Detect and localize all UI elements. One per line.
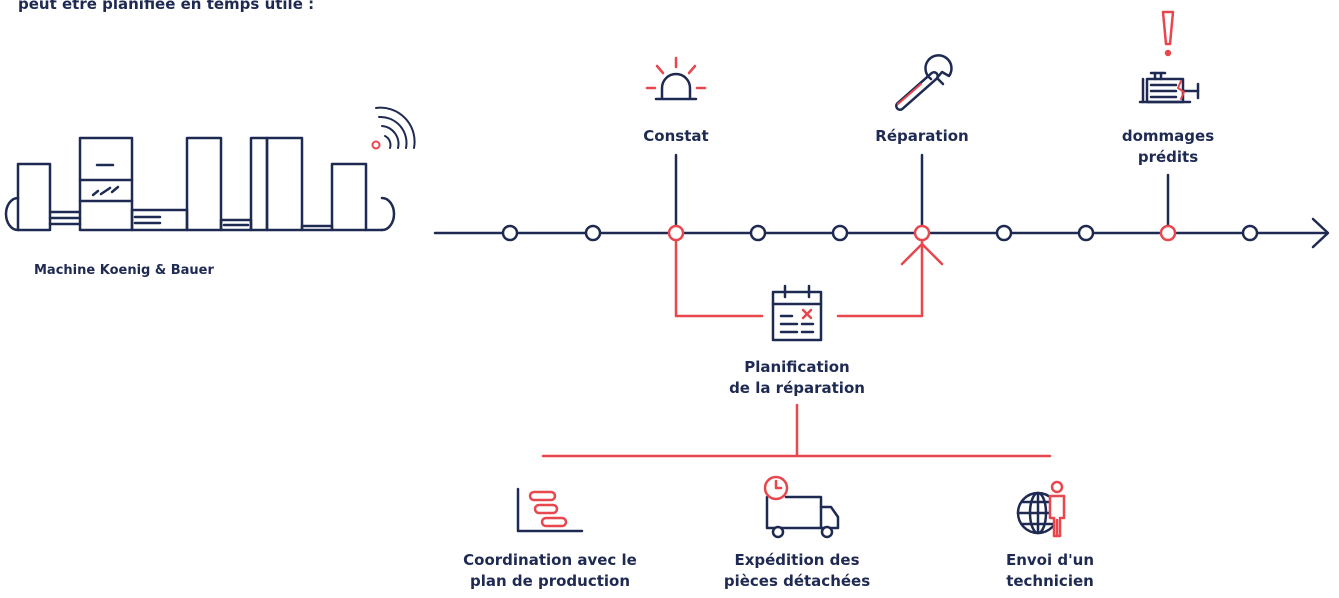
- event-label-reparation: Réparation: [875, 127, 969, 145]
- action-label-technicien: Envoi d'un technicien: [1005, 551, 1095, 590]
- timeline-node-reparation: [913, 224, 931, 242]
- technician-globe-icon: [1016, 480, 1066, 538]
- timeline-node: [1241, 224, 1259, 242]
- gantt-chart-icon: [516, 487, 584, 533]
- event-stems: [674, 153, 1170, 228]
- wireless-signal-icon: [371, 106, 416, 150]
- timeline-node: [995, 224, 1013, 242]
- timeline-node-dommages: [1159, 224, 1177, 242]
- printing-press-icon: [4, 136, 396, 232]
- calendar-icon: [771, 284, 823, 342]
- timeline-node: [831, 224, 849, 242]
- machine-label: Machine Koenig & Bauer: [34, 263, 214, 278]
- wrench-icon: [895, 54, 953, 111]
- timeline-axis: [433, 217, 1330, 249]
- event-label-dommages: dommages prédits: [1121, 127, 1215, 166]
- planning-label: Planification de la réparation: [729, 358, 865, 397]
- timeline-node: [749, 224, 767, 242]
- timeline-node: [584, 224, 602, 242]
- motor-warning-icon: [1138, 10, 1200, 104]
- delivery-truck-icon: [763, 475, 840, 539]
- header-text: peut être planifiée en temps utile :: [18, 0, 315, 13]
- timeline-nodes: [501, 224, 1259, 242]
- timeline-node-constat: [667, 224, 685, 242]
- planning-connector: [541, 238, 1052, 458]
- action-label-expedition: Expédition des pièces détachées: [723, 551, 871, 590]
- action-label-coordination: Coordination avec le plan de production: [463, 551, 637, 590]
- timeline-node: [1077, 224, 1095, 242]
- timeline-node: [501, 224, 519, 242]
- event-label-constat: Constat: [643, 127, 709, 145]
- alarm-beacon-icon: [645, 56, 707, 101]
